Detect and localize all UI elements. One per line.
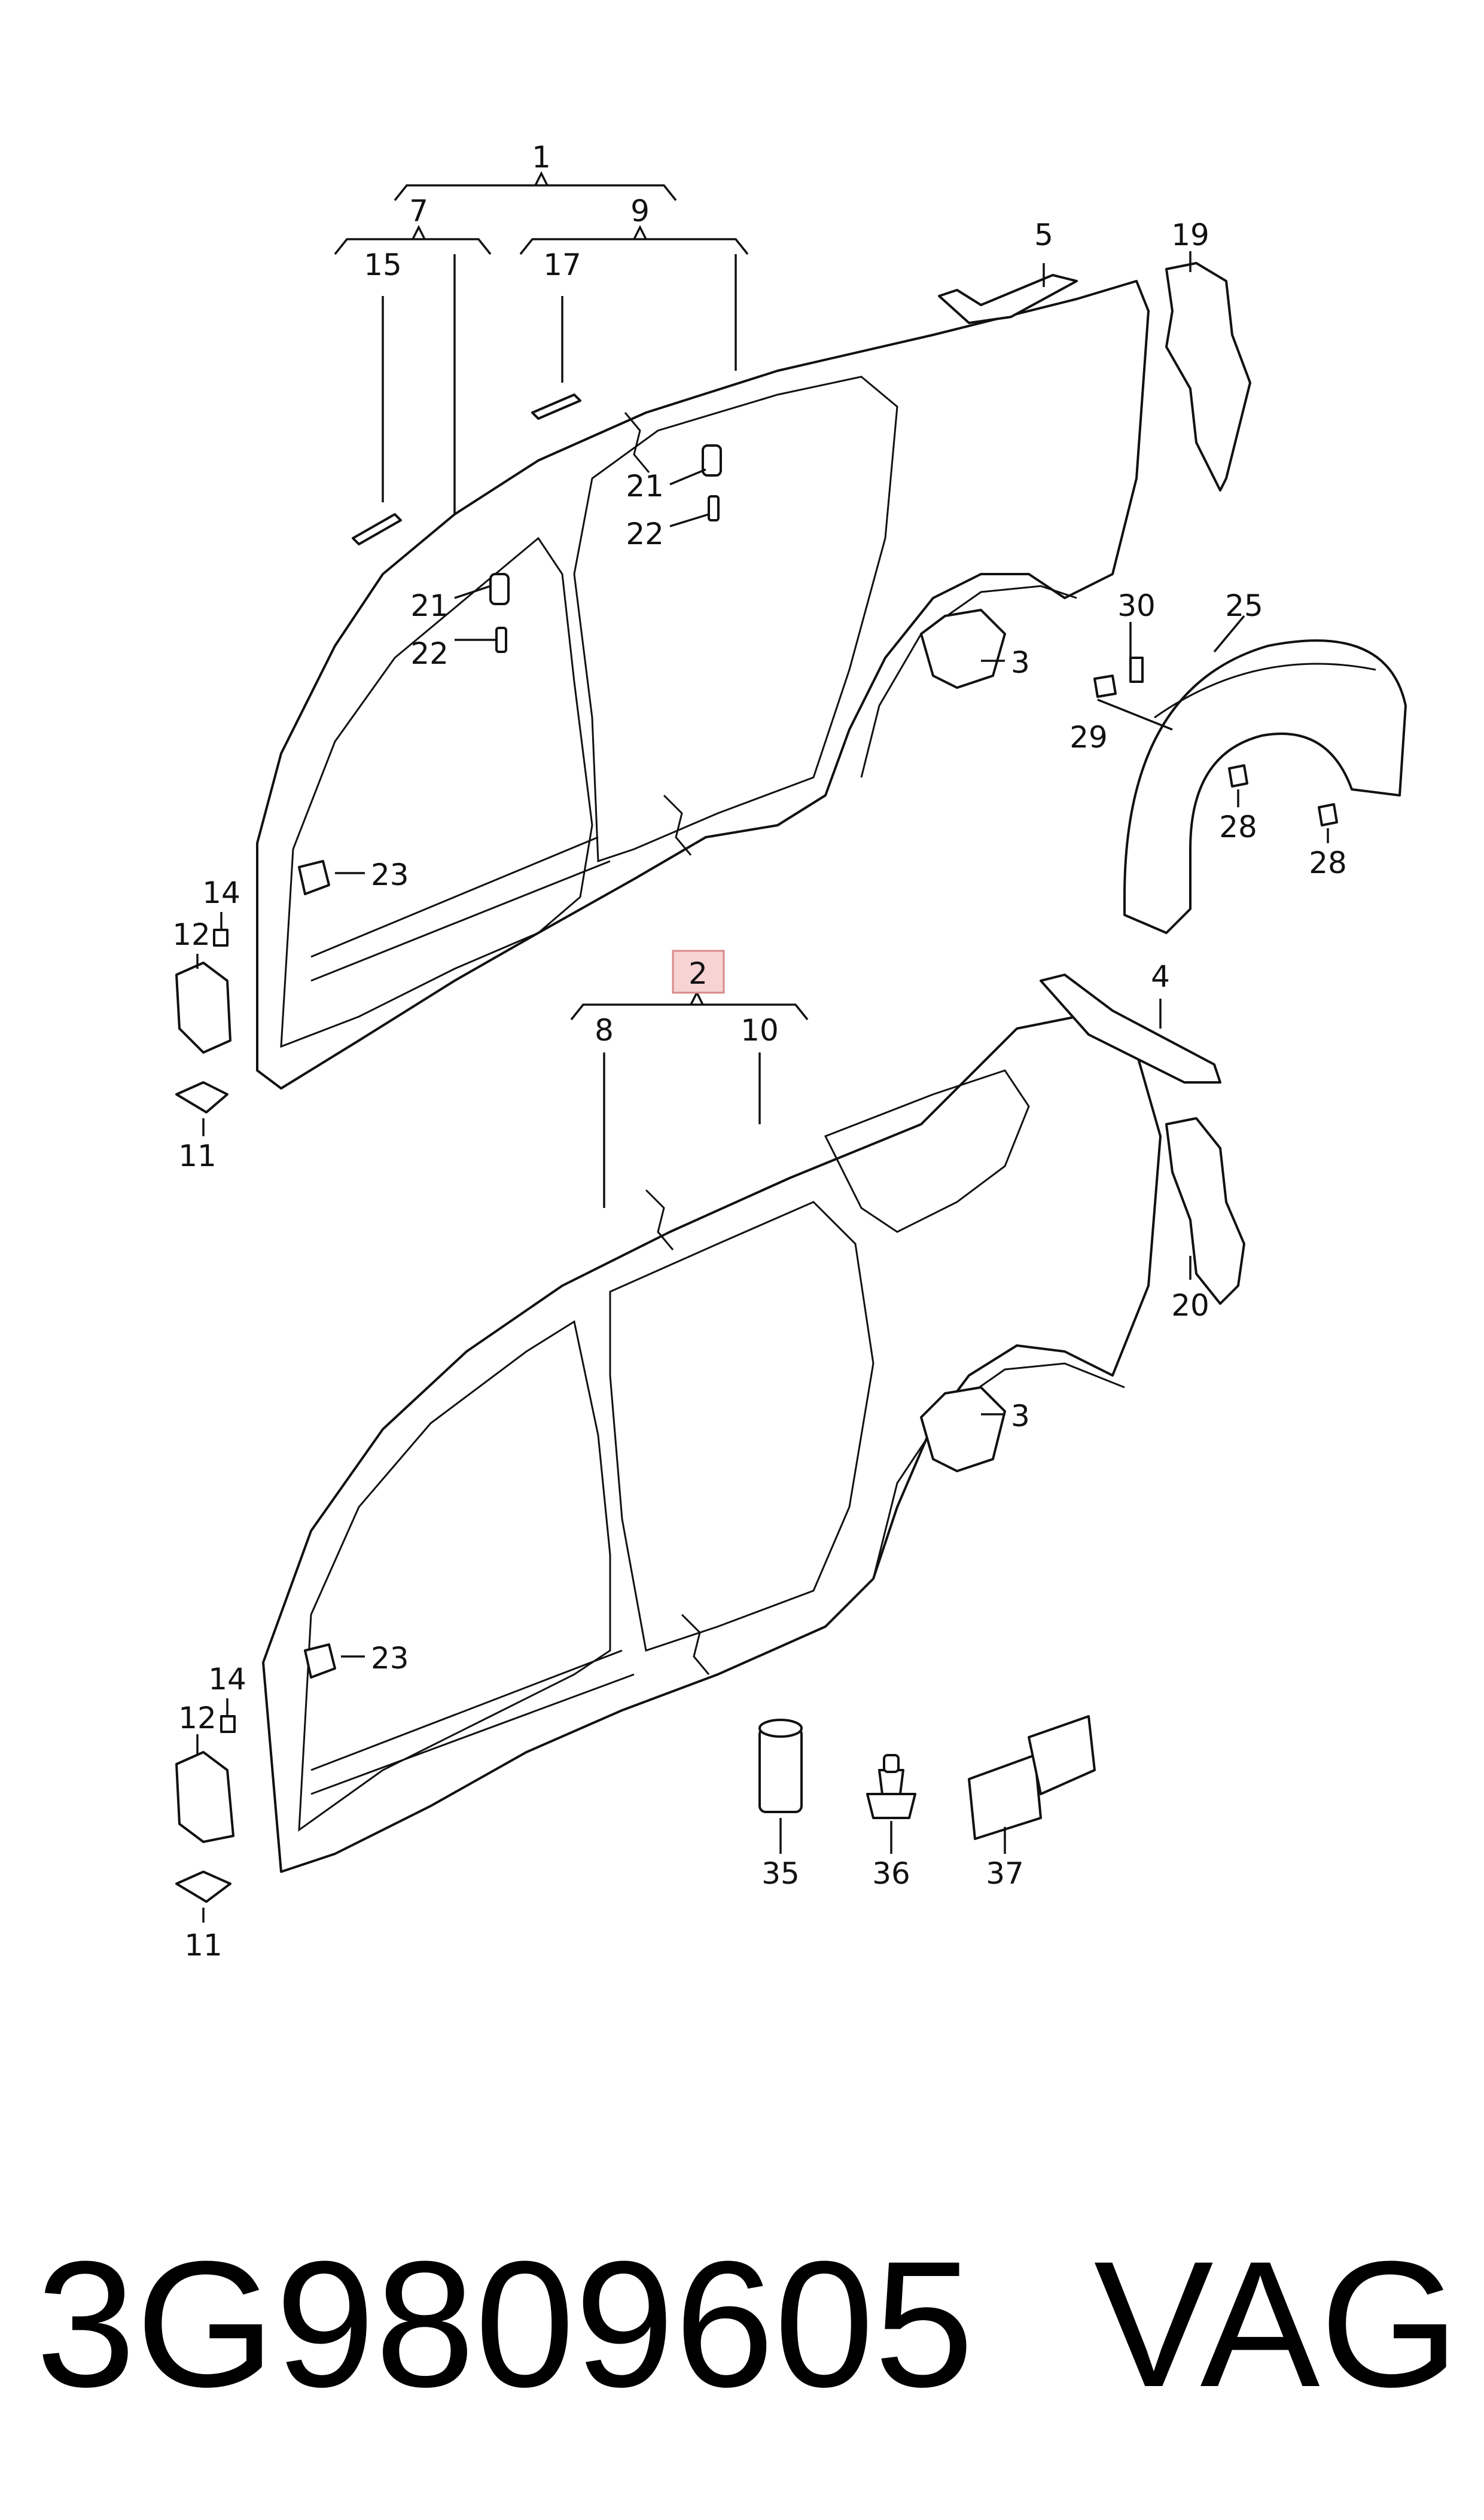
callout-28-right: 28 — [1309, 846, 1347, 880]
part-4-trim — [1040, 974, 1221, 1084]
part-11-clip-lower — [175, 1871, 231, 1903]
part-15-trim — [352, 513, 402, 545]
part-number: 3G9809605 — [36, 2223, 974, 2424]
callout-12-lower: 12 — [178, 1701, 217, 1735]
brand: VAG — [1094, 2223, 1459, 2424]
part-37-pads — [968, 1715, 1096, 1840]
callout-15: 15 — [364, 248, 402, 282]
callout-36: 36 — [872, 1856, 910, 1891]
callout-37: 37 — [986, 1856, 1024, 1891]
callout-9: 9 — [630, 194, 650, 228]
callout-25: 25 — [1225, 588, 1263, 623]
callout-3-lower: 3 — [1011, 1399, 1030, 1433]
callout-1: 1 — [532, 140, 551, 175]
part-14-clip-upper — [213, 929, 228, 947]
callout-14-lower: 14 — [208, 1662, 246, 1697]
callout-22-lower: 22 — [410, 636, 449, 671]
callout-14-upper: 14 — [202, 875, 240, 910]
part-12-bracket-upper — [175, 962, 231, 1054]
part-5-trim — [938, 274, 1078, 324]
callout-28-left: 28 — [1219, 810, 1257, 844]
callout-20: 20 — [1171, 1288, 1209, 1323]
fasteners — [298, 444, 1338, 1679]
part-14-clip-lower — [220, 1715, 236, 1733]
callout-35: 35 — [761, 1856, 800, 1891]
part-17-trim — [531, 393, 581, 420]
callout-19: 19 — [1171, 218, 1209, 252]
callout-labels: 1 7 9 15 17 5 19 21 22 21 22 3 30 25 29 … — [172, 140, 1347, 1963]
part-12-bracket-lower — [175, 1751, 234, 1843]
part-35-sealant — [758, 1719, 803, 1813]
callout-10: 10 — [741, 1013, 779, 1048]
callout-4: 4 — [1151, 959, 1170, 994]
callout-23-lower: 23 — [371, 1641, 409, 1676]
leader-lines — [196, 171, 1329, 1923]
callout-8: 8 — [595, 1013, 614, 1048]
callout-12-upper: 12 — [172, 917, 211, 952]
part-11-clip-upper — [175, 1081, 228, 1113]
side-panel-estate — [262, 1015, 1162, 1873]
callout-29: 29 — [1069, 720, 1108, 755]
side-panel-sedan — [256, 280, 1150, 1090]
callout-2: 2 — [688, 956, 708, 991]
part-36-grommet — [866, 1754, 916, 1819]
callout-17: 17 — [543, 248, 581, 282]
callout-11-lower: 11 — [184, 1928, 223, 1963]
part-25-wheel-liner — [1123, 639, 1407, 934]
callout-21-upper: 21 — [626, 469, 664, 504]
callout-21-lower: 21 — [410, 588, 449, 623]
part-20-bracket — [1165, 1117, 1245, 1305]
callout-22-upper: 22 — [626, 517, 664, 551]
callout-11-upper: 11 — [178, 1139, 217, 1173]
part-3-bracket-lower — [920, 1386, 1006, 1472]
callout-3-upper: 3 — [1011, 645, 1030, 680]
callout-5: 5 — [1034, 218, 1053, 252]
highlight-box-2 — [672, 950, 725, 994]
callout-30: 30 — [1117, 588, 1156, 623]
part-3-bracket-upper — [920, 609, 1006, 689]
callout-23-upper: 23 — [371, 858, 409, 892]
part-19-bracket — [1165, 262, 1251, 492]
callout-7: 7 — [409, 194, 428, 228]
